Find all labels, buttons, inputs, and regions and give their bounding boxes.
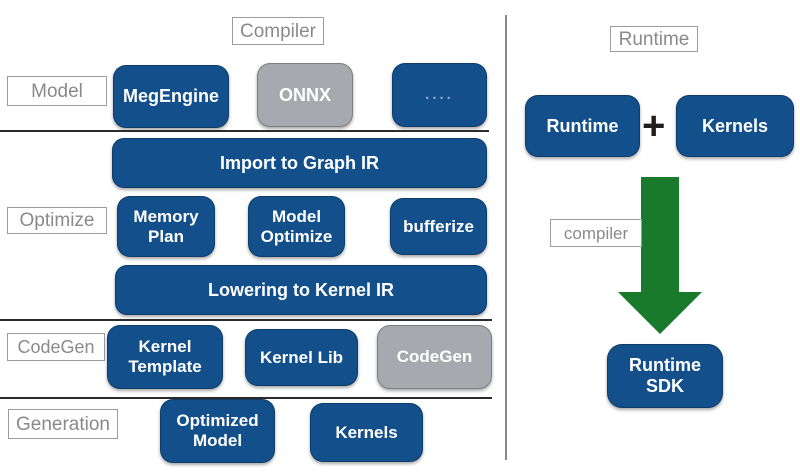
node-megengine: MegEngine bbox=[113, 65, 229, 128]
node-more-frontends: .... bbox=[392, 63, 487, 127]
node-onnx: ONNX bbox=[257, 63, 353, 127]
stage-label-model: Model bbox=[7, 76, 107, 106]
node-model-optimize: Model Optimize bbox=[248, 196, 345, 257]
node-memory-plan: Memory Plan bbox=[117, 196, 215, 257]
node-kernel-template: Kernel Template bbox=[107, 325, 223, 389]
separator-line-3 bbox=[0, 397, 492, 399]
node-codegen: CodeGen bbox=[377, 325, 492, 389]
section-divider bbox=[505, 15, 507, 460]
node-kernel-lib: Kernel Lib bbox=[245, 329, 358, 386]
node-import-to-graph-ir: Import to Graph IR bbox=[112, 138, 487, 188]
down-arrow-head-icon bbox=[618, 292, 702, 334]
compiler-step-label: compiler bbox=[550, 219, 642, 247]
node-optimized-model: Optimized Model bbox=[160, 399, 275, 463]
node-runtime: Runtime bbox=[525, 95, 640, 157]
stage-label-codegen: CodeGen bbox=[7, 333, 105, 361]
node-bufferize: bufferize bbox=[390, 198, 487, 255]
node-runtime-kernels: Kernels bbox=[676, 95, 794, 157]
separator-line-2 bbox=[0, 319, 492, 321]
runtime-section-title: Runtime bbox=[610, 26, 698, 52]
separator-line-1 bbox=[0, 130, 489, 132]
compiler-section-title: Compiler bbox=[232, 17, 324, 45]
node-runtime-sdk: Runtime SDK bbox=[607, 344, 723, 408]
node-kernels-output: Kernels bbox=[310, 403, 423, 462]
stage-label-generation: Generation bbox=[8, 409, 118, 439]
node-lowering-to-kernel-ir: Lowering to Kernel IR bbox=[115, 265, 487, 315]
plus-icon: + bbox=[642, 104, 666, 148]
down-arrow-icon bbox=[641, 177, 679, 293]
stage-label-optimize: Optimize bbox=[7, 207, 107, 234]
